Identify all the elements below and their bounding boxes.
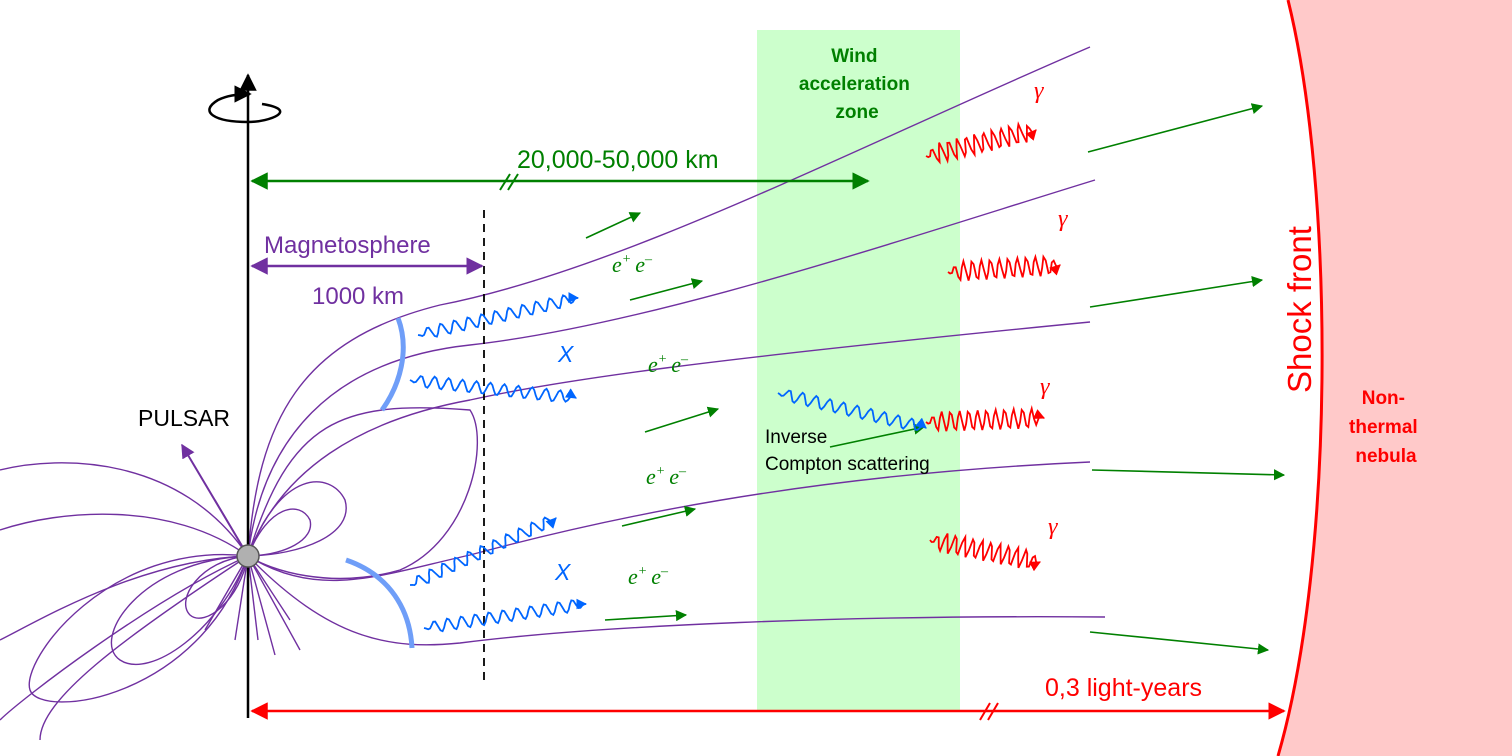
xray-wave bbox=[777, 389, 927, 431]
nebula-region bbox=[1278, 0, 1512, 756]
pair-label: e+e– bbox=[648, 352, 689, 377]
magnetosphere-label: Magnetosphere bbox=[264, 232, 431, 259]
pair-label: e+e– bbox=[612, 252, 653, 277]
gamma-label: γ bbox=[1048, 514, 1058, 540]
shock-front-label: Shock front bbox=[1281, 226, 1318, 393]
rotation-arrow-icon bbox=[208, 85, 282, 124]
shock-front-line bbox=[1276, 0, 1324, 756]
xray-wave bbox=[409, 375, 577, 403]
wind-distance-label: 20,000-50,000 km bbox=[517, 146, 719, 174]
lightyears-break-2 bbox=[987, 702, 999, 721]
gamma-wave bbox=[947, 253, 1061, 283]
gamma-label: γ bbox=[1058, 206, 1068, 232]
wind-acceleration-zone bbox=[757, 30, 960, 710]
pair-label: e+e– bbox=[646, 464, 687, 489]
xray-wave bbox=[417, 292, 580, 338]
magnetic-field-lines bbox=[0, 46, 1106, 741]
xray-wave bbox=[423, 598, 588, 633]
wind-distance-break bbox=[499, 173, 511, 191]
xray-label: X bbox=[554, 559, 572, 585]
polar-gap-lower bbox=[345, 557, 415, 649]
pulsar-star bbox=[236, 544, 260, 568]
gamma-wave bbox=[929, 533, 1041, 572]
pulsar-label: PULSAR bbox=[138, 405, 230, 431]
polar-gap-upper bbox=[379, 317, 406, 412]
pair-label: e+e– bbox=[628, 564, 669, 589]
xray-label: X bbox=[557, 341, 575, 367]
xray-wave bbox=[409, 516, 557, 587]
inverse-compton-label: Inverse Compton scattering bbox=[765, 427, 930, 475]
wind-zone-label: Wind acceleration zone bbox=[799, 46, 915, 123]
lightyears-label: 0,3 light-years bbox=[1045, 674, 1202, 702]
pair-labels: e+e– e+e– e+e– e+e– bbox=[612, 252, 689, 589]
gamma-label: γ bbox=[1040, 374, 1050, 400]
magnetic-axis-arrow bbox=[181, 443, 249, 557]
gamma-label: γ bbox=[1034, 78, 1044, 104]
gamma-wave bbox=[925, 405, 1045, 433]
wind-distance-break-2 bbox=[507, 173, 519, 191]
gamma-wave bbox=[925, 121, 1037, 165]
gamma-photons bbox=[925, 121, 1061, 572]
nebula-label: Non- thermal nebula bbox=[1349, 388, 1423, 467]
lightyears-break bbox=[979, 702, 991, 721]
xray-photons bbox=[409, 292, 927, 633]
particle-flow-arrows bbox=[585, 103, 1286, 655]
magnetosphere-distance-label: 1000 km bbox=[312, 283, 404, 310]
